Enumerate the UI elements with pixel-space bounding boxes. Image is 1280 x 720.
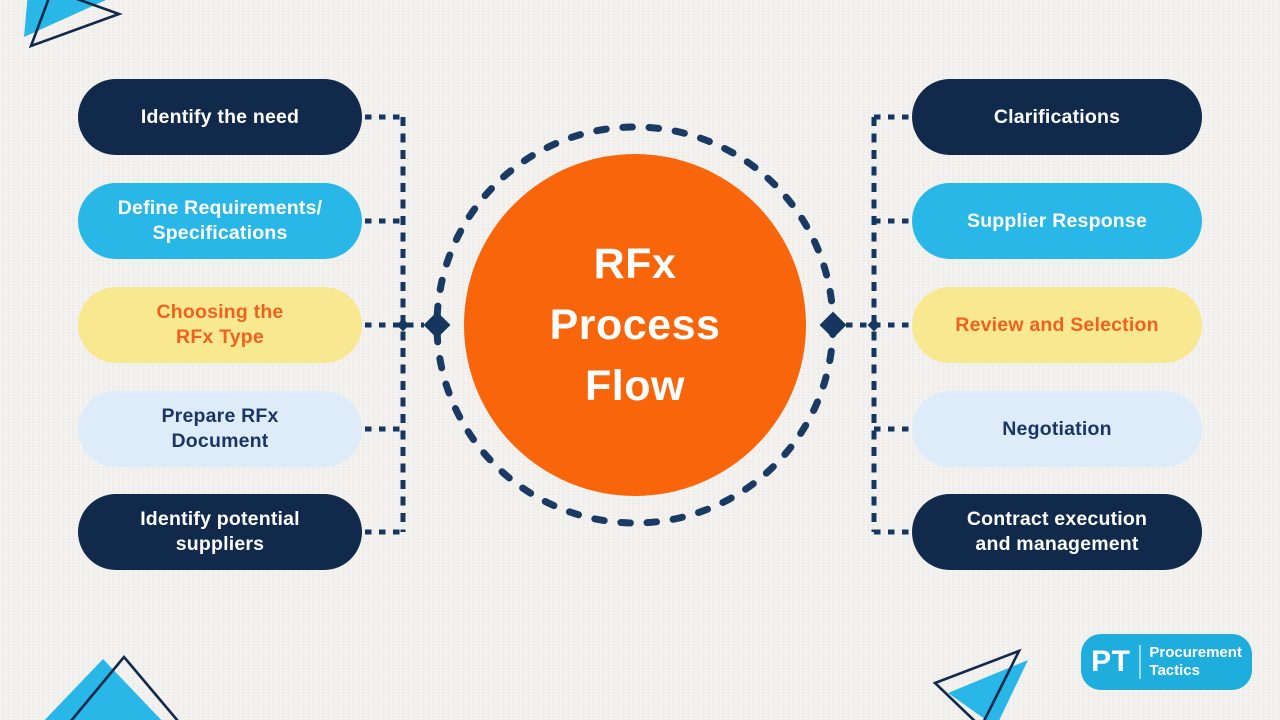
right-diamond-connector xyxy=(819,311,847,339)
logo-name: Procurement Tactics xyxy=(1149,644,1242,681)
corner-triangle-top-left xyxy=(24,0,123,49)
left-junction-diamond xyxy=(396,318,410,332)
corner-triangle-bottom-right xyxy=(932,648,1028,720)
logo-divider xyxy=(1139,645,1142,679)
page-title: RFx Process Flow xyxy=(549,239,721,410)
corner-triangle-bottom-left xyxy=(44,654,179,720)
step-review-and-selection: Review and Selection xyxy=(912,287,1202,363)
left-diamond-connector xyxy=(423,311,451,339)
step-contract-execution: Contract execution and management xyxy=(912,494,1202,570)
step-choosing-rfx-type: Choosing the RFx Type xyxy=(78,287,362,363)
step-prepare-rfx-document: Prepare RFx Document xyxy=(78,391,362,467)
step-define-requirements: Define Requirements/ Specifications xyxy=(78,183,362,259)
procurement-tactics-logo: PT Procurement Tactics xyxy=(1081,634,1252,690)
right-connectors xyxy=(819,114,912,535)
center-circle: RFx Process Flow xyxy=(464,154,806,496)
right-junction-diamond xyxy=(867,318,881,332)
step-supplier-response: Supplier Response xyxy=(912,183,1202,259)
logo-name-line2: Tactics xyxy=(1149,662,1200,679)
step-negotiation: Negotiation xyxy=(912,391,1202,467)
step-identify-the-need: Identify the need xyxy=(78,79,362,155)
step-clarifications: Clarifications xyxy=(912,79,1202,155)
logo-name-line1: Procurement xyxy=(1149,643,1242,661)
left-connectors xyxy=(365,114,451,535)
logo-abbr: PT xyxy=(1091,645,1131,678)
step-identify-potential-suppliers: Identify potential suppliers xyxy=(78,494,362,570)
